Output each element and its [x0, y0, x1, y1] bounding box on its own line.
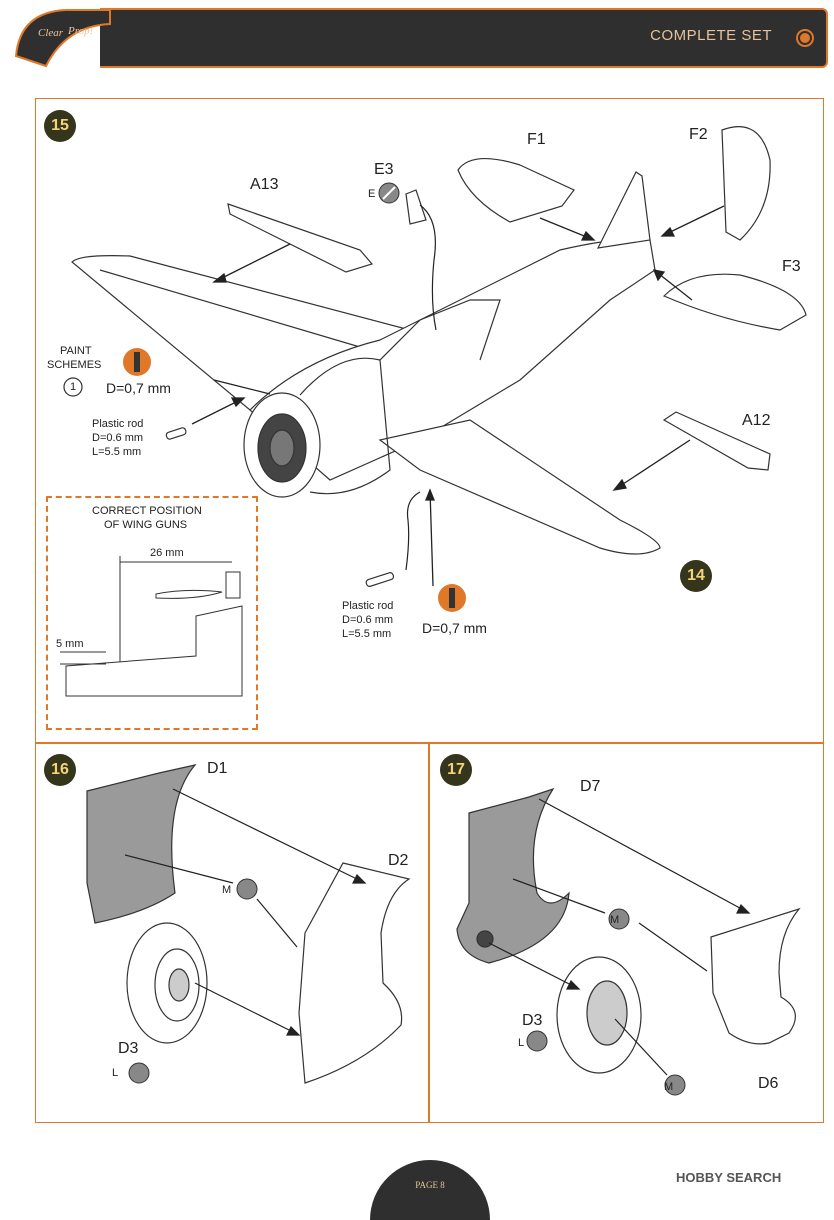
glue-label-l-step17: L	[518, 1037, 525, 1049]
step-14-badge: 14	[680, 560, 712, 592]
part-label-d3: D3	[118, 1040, 139, 1057]
paint-schemes-line1: PAINT	[60, 345, 92, 357]
page-header: Clear Prop! COMPLETE SET	[0, 0, 834, 72]
part-label-a12: A12	[742, 412, 771, 429]
rod-bottom-line2: D=0.6 mm	[342, 614, 394, 626]
header-title: COMPLETE SET	[650, 27, 772, 44]
part-label-f3: F3	[782, 258, 801, 275]
step-15-badge: 15	[44, 110, 76, 142]
header-dot-icon	[798, 31, 812, 45]
header-bar	[100, 8, 828, 68]
part-label-f1: F1	[527, 131, 546, 148]
step-17-drawing	[456, 787, 801, 1096]
wing-gun-position-inset	[46, 496, 258, 730]
watermark: HOBBY SEARCH	[676, 1170, 782, 1185]
part-label-a13: A13	[250, 176, 279, 193]
inset-title-line2: OF WING GUNS	[104, 519, 188, 531]
inset-title-line1: CORRECT POSITION	[92, 505, 202, 517]
inset-dim-26mm: 26 mm	[150, 547, 184, 559]
paint-schemes-line2: SCHEMES	[47, 359, 102, 371]
page-number: PAGE 8	[415, 1180, 445, 1190]
drill-size-bottom: D=0,7 mm	[422, 620, 487, 636]
part-label-d3-step17: D3	[522, 1012, 543, 1029]
rod-top-line3: L=5.5 mm	[92, 446, 142, 458]
part-label-f2: F2	[689, 126, 708, 143]
glue-label-l: L	[112, 1067, 119, 1079]
aircraft-drawing	[63, 126, 807, 612]
step-17-badge: 17	[440, 754, 472, 786]
page-footer: PAGE 8	[370, 1160, 490, 1220]
part-label-e3: E3	[374, 161, 394, 178]
svg-text:Clear: Clear	[38, 27, 64, 39]
rod-top-line2: D=0.6 mm	[92, 432, 144, 444]
inset-drawing	[60, 556, 243, 697]
paint-scheme-number: 1	[70, 381, 77, 393]
glue-label-m-upper: M	[610, 914, 620, 926]
glue-label-e: E	[368, 188, 376, 200]
step-16-drawing	[86, 764, 411, 1084]
step-16-badge: 16	[44, 754, 76, 786]
glue-label-m: M	[222, 884, 232, 896]
drill-icon-top	[123, 348, 151, 376]
rod-bottom-line3: L=5.5 mm	[342, 628, 392, 640]
part-label-d1: D1	[207, 760, 228, 777]
drill-size-top: D=0,7 mm	[106, 380, 171, 396]
svg-text:Prop!: Prop!	[67, 25, 94, 37]
glue-label-m-lower: M	[664, 1081, 674, 1093]
part-label-d6: D6	[758, 1075, 779, 1092]
part-label-d7: D7	[580, 778, 601, 795]
rod-top-line1: Plastic rod	[92, 418, 144, 430]
brand-logo: Clear Prop!	[14, 9, 111, 68]
part-label-d2: D2	[388, 852, 409, 869]
rod-bottom-line1: Plastic rod	[342, 600, 394, 612]
inset-dim-5mm: 5 mm	[56, 638, 84, 650]
